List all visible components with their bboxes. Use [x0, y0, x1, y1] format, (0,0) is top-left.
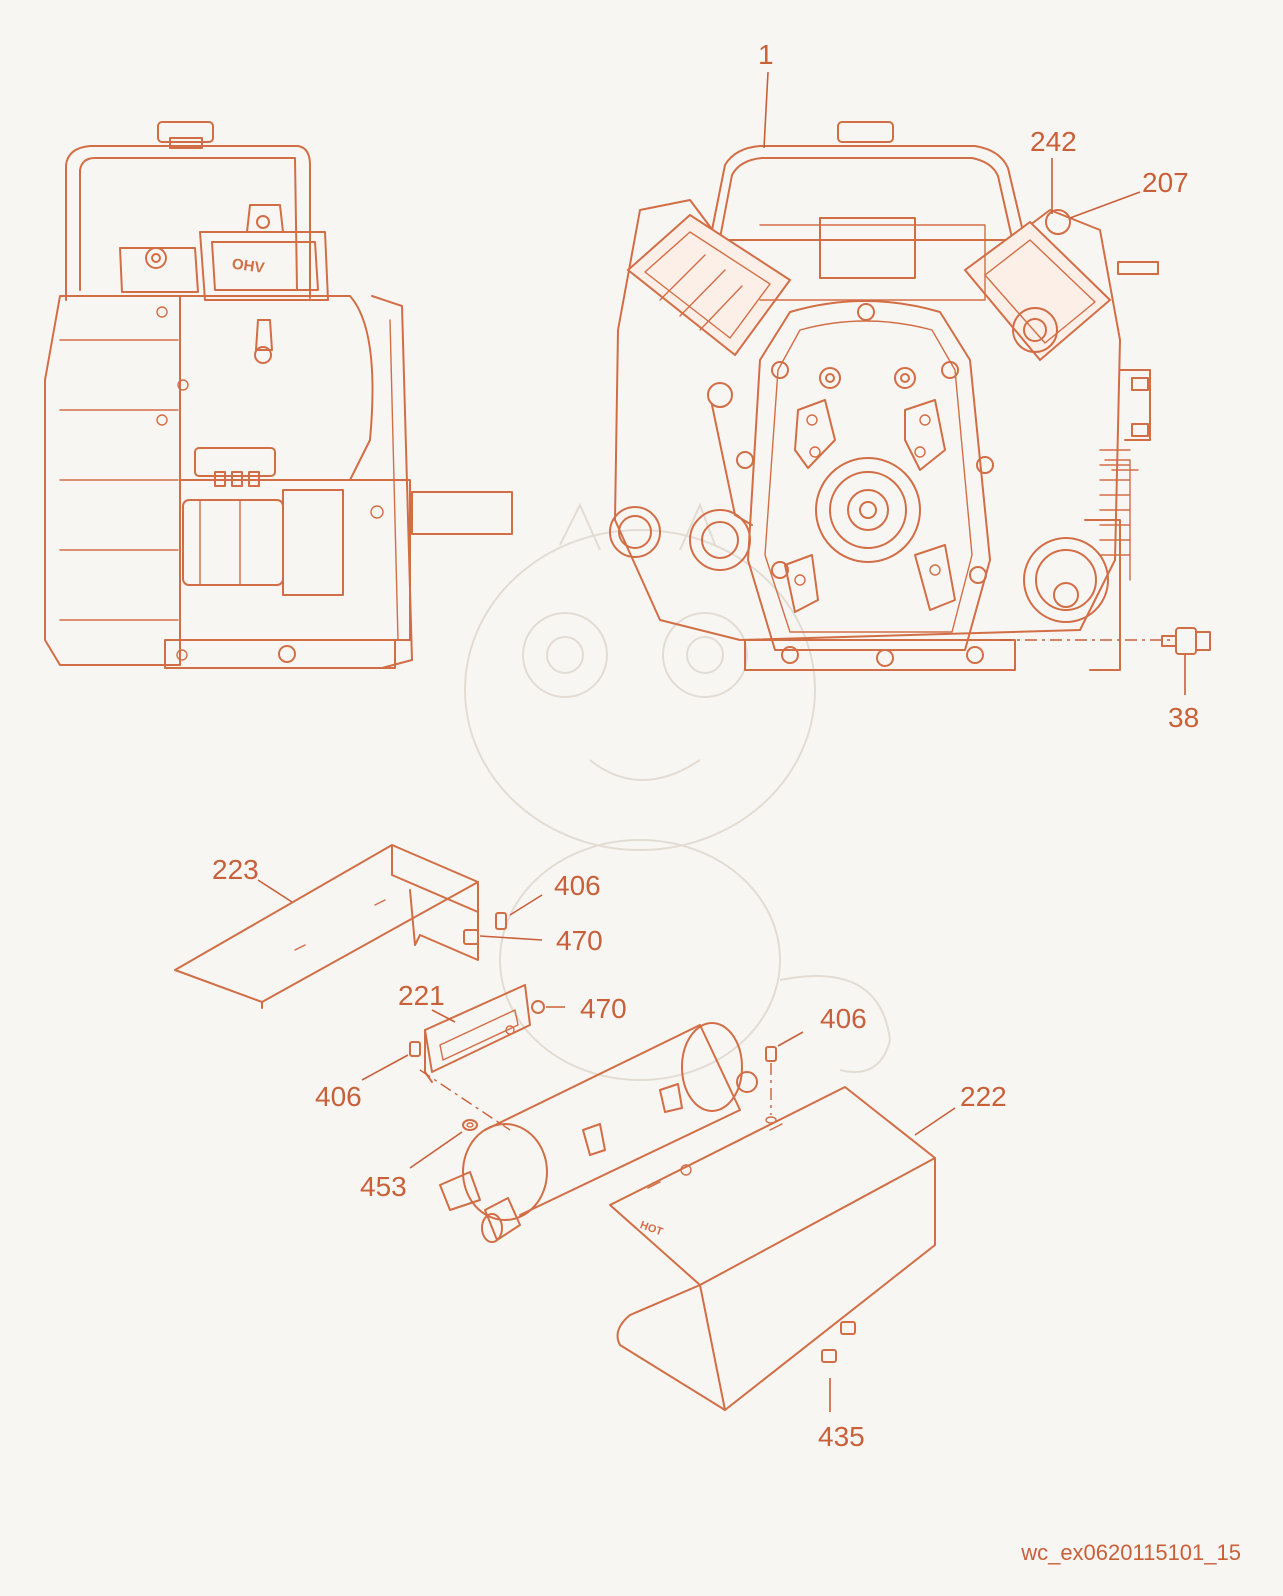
callout-406: 406 — [820, 1003, 867, 1034]
callout-207: 207 — [1142, 167, 1189, 198]
muffler-guard-222: HOT — [609, 1086, 936, 1411]
callout-470: 470 — [580, 993, 627, 1024]
valve-cover-label: OHV — [231, 255, 266, 276]
callout-38: 38 — [1168, 702, 1199, 733]
callout-221: 221 — [398, 980, 445, 1011]
engine-side-view: OHV — [44, 121, 513, 669]
leader-lines — [257, 71, 1186, 1412]
callout-453: 453 — [360, 1171, 407, 1202]
callout-242: 242 — [1030, 126, 1077, 157]
callout-470: 470 — [556, 925, 603, 956]
image-code: wc_ex0620115101_15 — [1021, 1540, 1241, 1565]
fasteners — [409, 912, 856, 1363]
watermark-dragon — [464, 502, 892, 1081]
callout-222: 222 — [960, 1081, 1007, 1112]
bracket-221 — [424, 984, 531, 1083]
callout-223: 223 — [212, 854, 259, 885]
hot-warning-label: HOT — [638, 1219, 664, 1238]
callout-406: 406 — [315, 1081, 362, 1112]
engine-front-view — [609, 121, 1211, 671]
callout-406: 406 — [554, 870, 601, 901]
callout-1: 1 — [758, 39, 774, 70]
callout-labels: 1 242 207 38 223 406 470 221 470 406 406… — [212, 39, 1199, 1452]
muffler — [419, 1022, 772, 1243]
callout-435: 435 — [818, 1421, 865, 1452]
